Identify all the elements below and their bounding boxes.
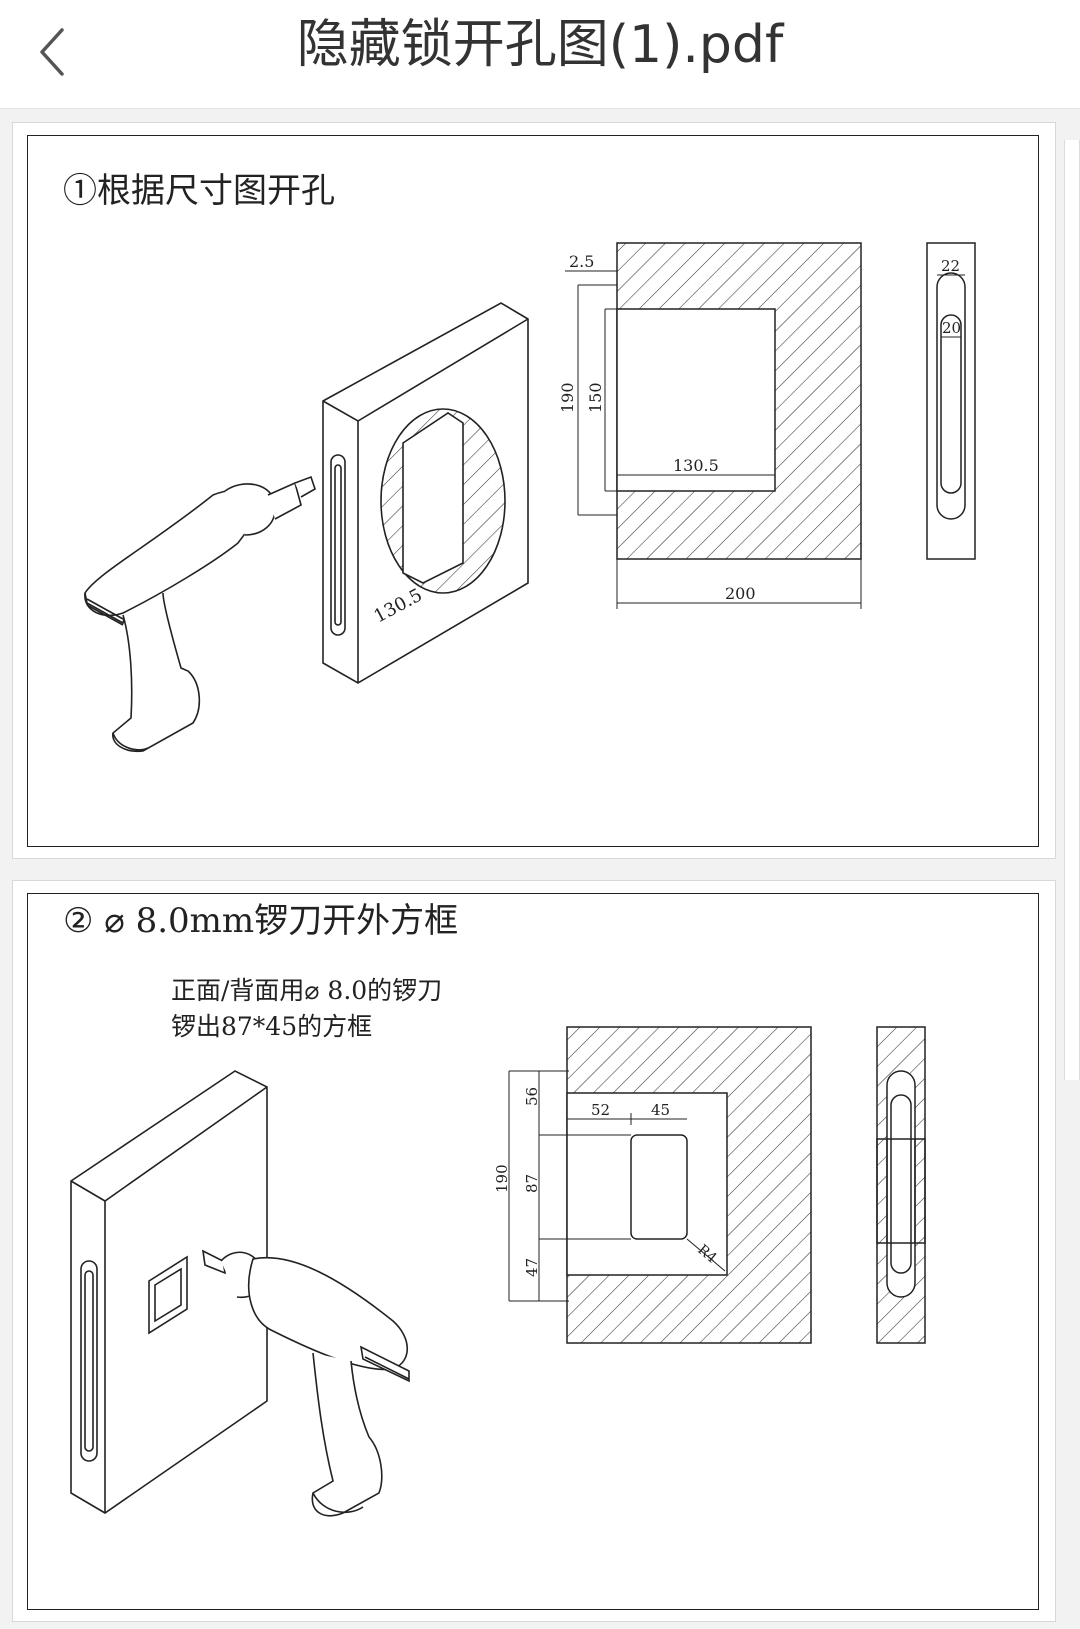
- pdf-page-2[interactable]: ② ⌀ 8.0mm锣刀开外方框 正面/背面用⌀ 8.0的锣刀 锣出87*45的方…: [12, 880, 1056, 1622]
- dim-slot-inner: 20: [942, 319, 961, 337]
- pdf-page-1[interactable]: ①根据尺寸图开孔 130.5: [12, 122, 1056, 859]
- iso-door-block-2: [70, 1070, 268, 1514]
- side-view: [926, 242, 976, 560]
- drill-illustration: [84, 475, 316, 753]
- step-1-drawing: 130.5 2.5 190 150 130.5 200: [84, 242, 976, 753]
- top-bar: 隐藏锁开孔图(1).pdf: [0, 0, 1080, 109]
- iso-door-block: [322, 302, 529, 684]
- dim-width-total: 200: [725, 584, 756, 603]
- step-2-note-line2: 锣出87*45的方框: [171, 1012, 373, 1041]
- dim-offset: 2.5: [569, 252, 594, 271]
- dim-bottom: 47: [523, 1258, 541, 1277]
- dim-height-total: 190: [558, 382, 577, 413]
- drill-illustration-2: [201, 1249, 410, 1517]
- side-view-2: [876, 1026, 926, 1344]
- step-2-drawing: 56 87 47 190 52 45 R4: [70, 1026, 926, 1517]
- step-1-heading: ①根据尺寸图开孔: [63, 171, 335, 211]
- back-button[interactable]: [34, 22, 74, 82]
- section-view-2: [508, 1026, 812, 1344]
- scrollbar[interactable]: [1064, 140, 1080, 1080]
- dim-middle: 87: [523, 1174, 541, 1193]
- dim-top: 56: [523, 1087, 541, 1106]
- dim-height-inner: 150: [586, 382, 605, 413]
- step-2-heading: ② ⌀ 8.0mm锣刀开外方框: [63, 901, 459, 941]
- section-view: [565, 242, 862, 609]
- chevron-left-icon: [40, 28, 64, 76]
- dim-total: 190: [493, 1164, 511, 1193]
- dim-slot-outer: 22: [941, 257, 960, 275]
- dim-left-width: 52: [591, 1101, 610, 1119]
- drawing-frame: [27, 893, 1039, 1610]
- step-2-note-line1: 正面/背面用⌀ 8.0的锣刀: [171, 976, 443, 1005]
- document-title: 隐藏锁开孔图(1).pdf: [296, 15, 784, 75]
- dim-box-width: 45: [651, 1101, 670, 1119]
- drawing-frame: [27, 135, 1039, 847]
- dim-width-inner: 130.5: [673, 456, 719, 475]
